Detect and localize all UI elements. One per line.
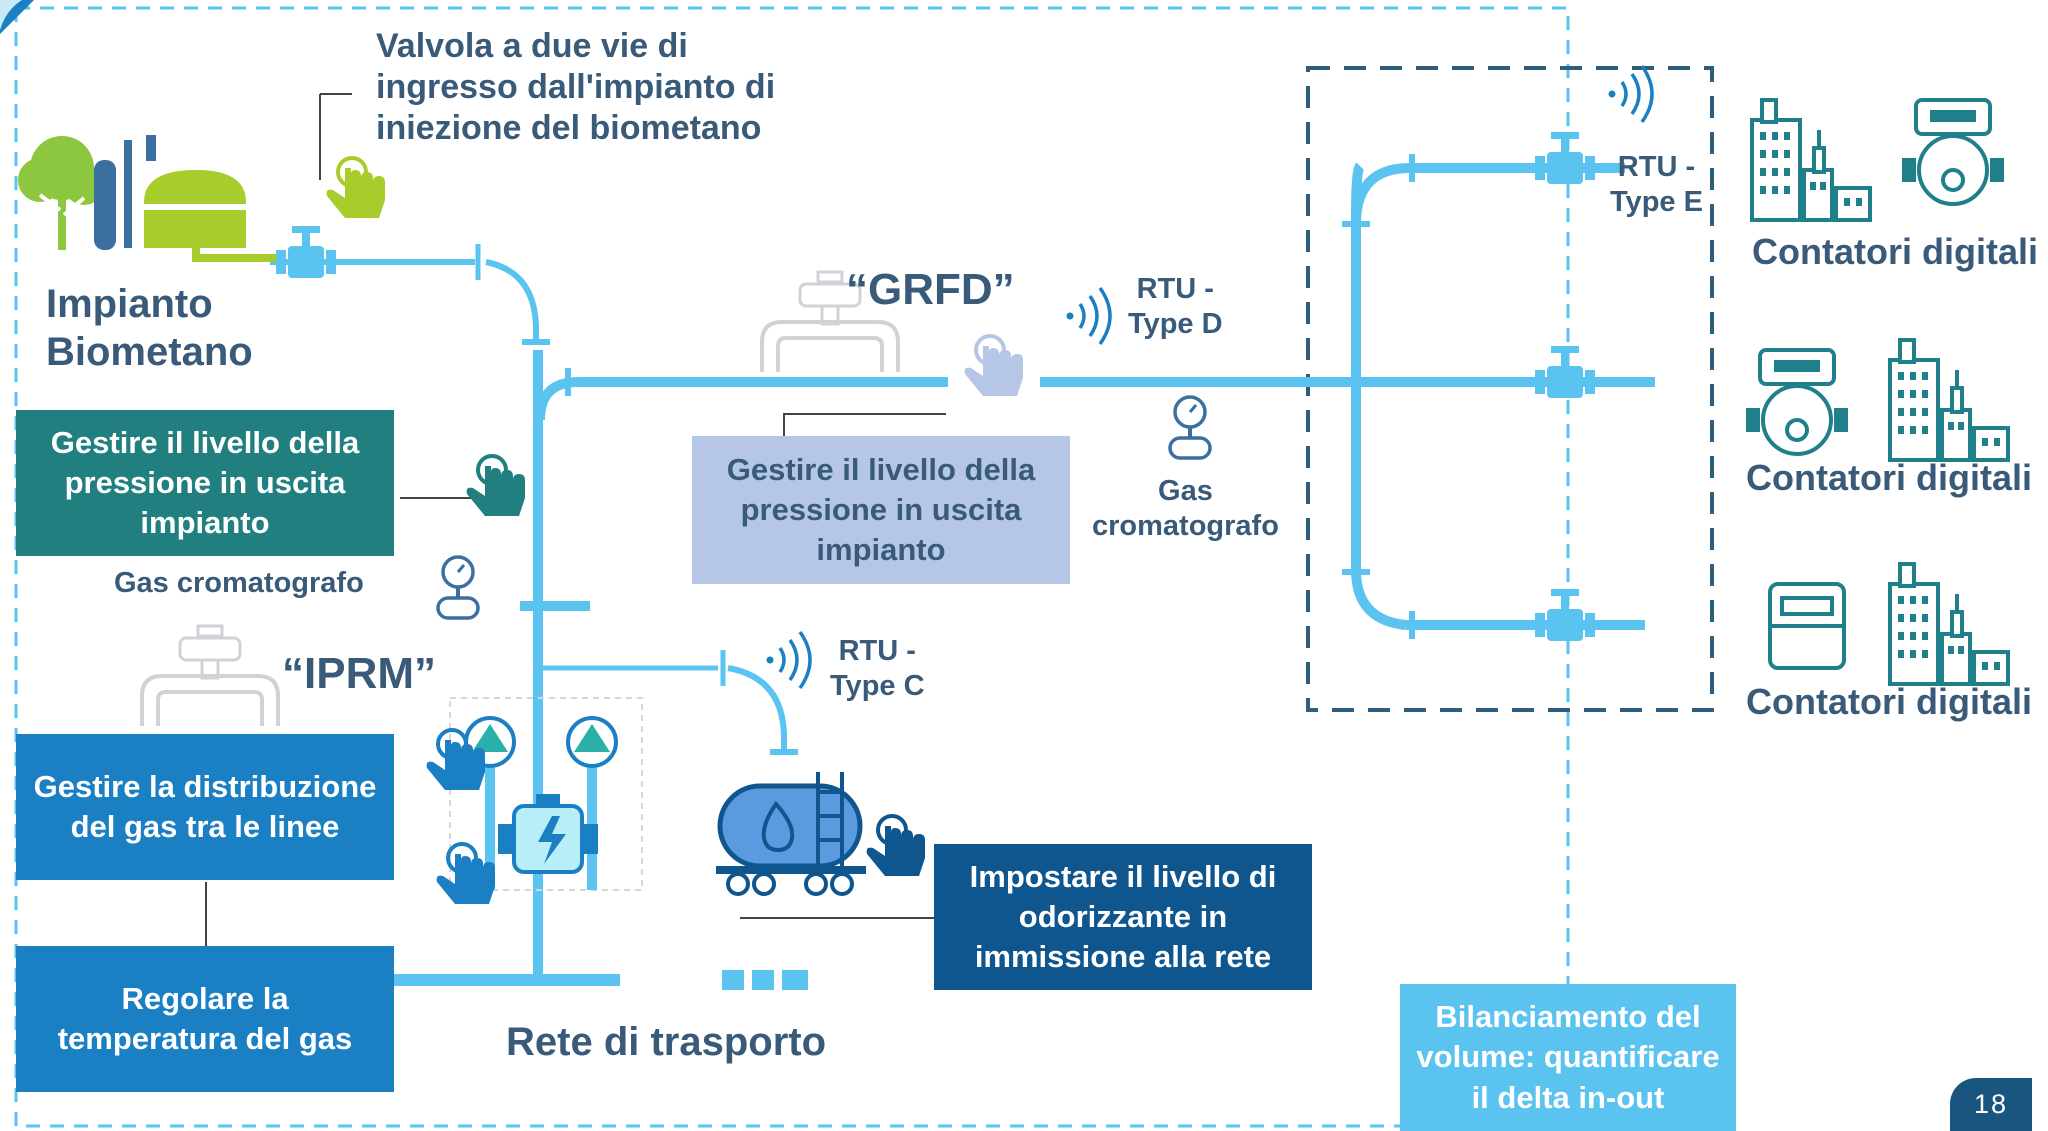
set-odorant-level-box: Impostare il livello di odorizzante in i… [934,844,1312,990]
manage-plant-pressure-grfd-box: Gestire il livello della pressione in us… [692,436,1070,584]
silo-icon [124,135,156,248]
volume-balance-box: Bilanciamento del volume: quantificare i… [1400,984,1736,1131]
wireless-signal-icon [1606,64,1654,124]
regulate-gas-temperature-box: Regolare la temperatura del gas [16,946,394,1092]
meters-zone-boundary [1306,66,1714,712]
wireless-signal-icon [1064,286,1112,346]
engine-icon [498,794,598,874]
rtu-type-e-label: RTU - Type E [1610,151,1703,218]
pressure-gauge-icon [436,555,480,620]
pipework [270,154,1655,986]
transport-network-label: Rete di trasporto [506,1020,827,1064]
buildings-icon [1888,562,2010,686]
gas-chromatograph-left-label: Gas cromatografo [114,567,364,599]
iprm-label: “IPRM” [282,649,436,698]
manage-gas-distribution-box: Gestire la distribuzione del gas tra le … [16,734,394,880]
outer-boundary [16,6,1570,1131]
valve-icon [1535,132,1595,641]
hand-pointer-icon [464,454,527,518]
valve-icon [276,226,336,278]
buildings-icon [1888,338,2010,462]
hand-pointer-icon [962,334,1025,398]
wireless-signal-icon [764,630,812,690]
biomethane-plant-label: Impianto Biometano [46,282,253,374]
gas-chromatograph-right-label: Gas cromatografo [1092,475,1279,542]
manage-plant-pressure-box: Gestire il livello della pressione in us… [16,410,394,556]
buildings-icon [1750,98,1872,222]
digital-meters-label-2: Contatori digitali [1746,457,2032,498]
gas-meter-icon [1768,582,1846,670]
gas-meter-icon [1744,348,1850,456]
digital-meters-label-3: Contatori digitali [1746,681,2032,722]
tree-icon [18,136,116,250]
hand-pointer-icon [324,156,387,220]
hand-pointer-icon [864,814,927,878]
rtu-type-d-label: RTU - Type D [1128,273,1223,340]
pressure-regulator-icon [140,624,280,728]
pressure-gauge-icon [1168,395,1212,460]
grfd-label: “GRFD” [846,265,1015,314]
valve-description: Valvola a due vie di ingresso dall'impia… [376,27,776,147]
gas-meter-icon [1900,98,2006,206]
tanker-wagon-icon [716,772,866,896]
digital-meters-label-1: Contatori digitali [1752,231,2038,272]
rtu-type-c-label: RTU - Type C [830,635,925,702]
digester-icon [140,170,278,262]
page-number: 18 [1950,1078,2032,1131]
